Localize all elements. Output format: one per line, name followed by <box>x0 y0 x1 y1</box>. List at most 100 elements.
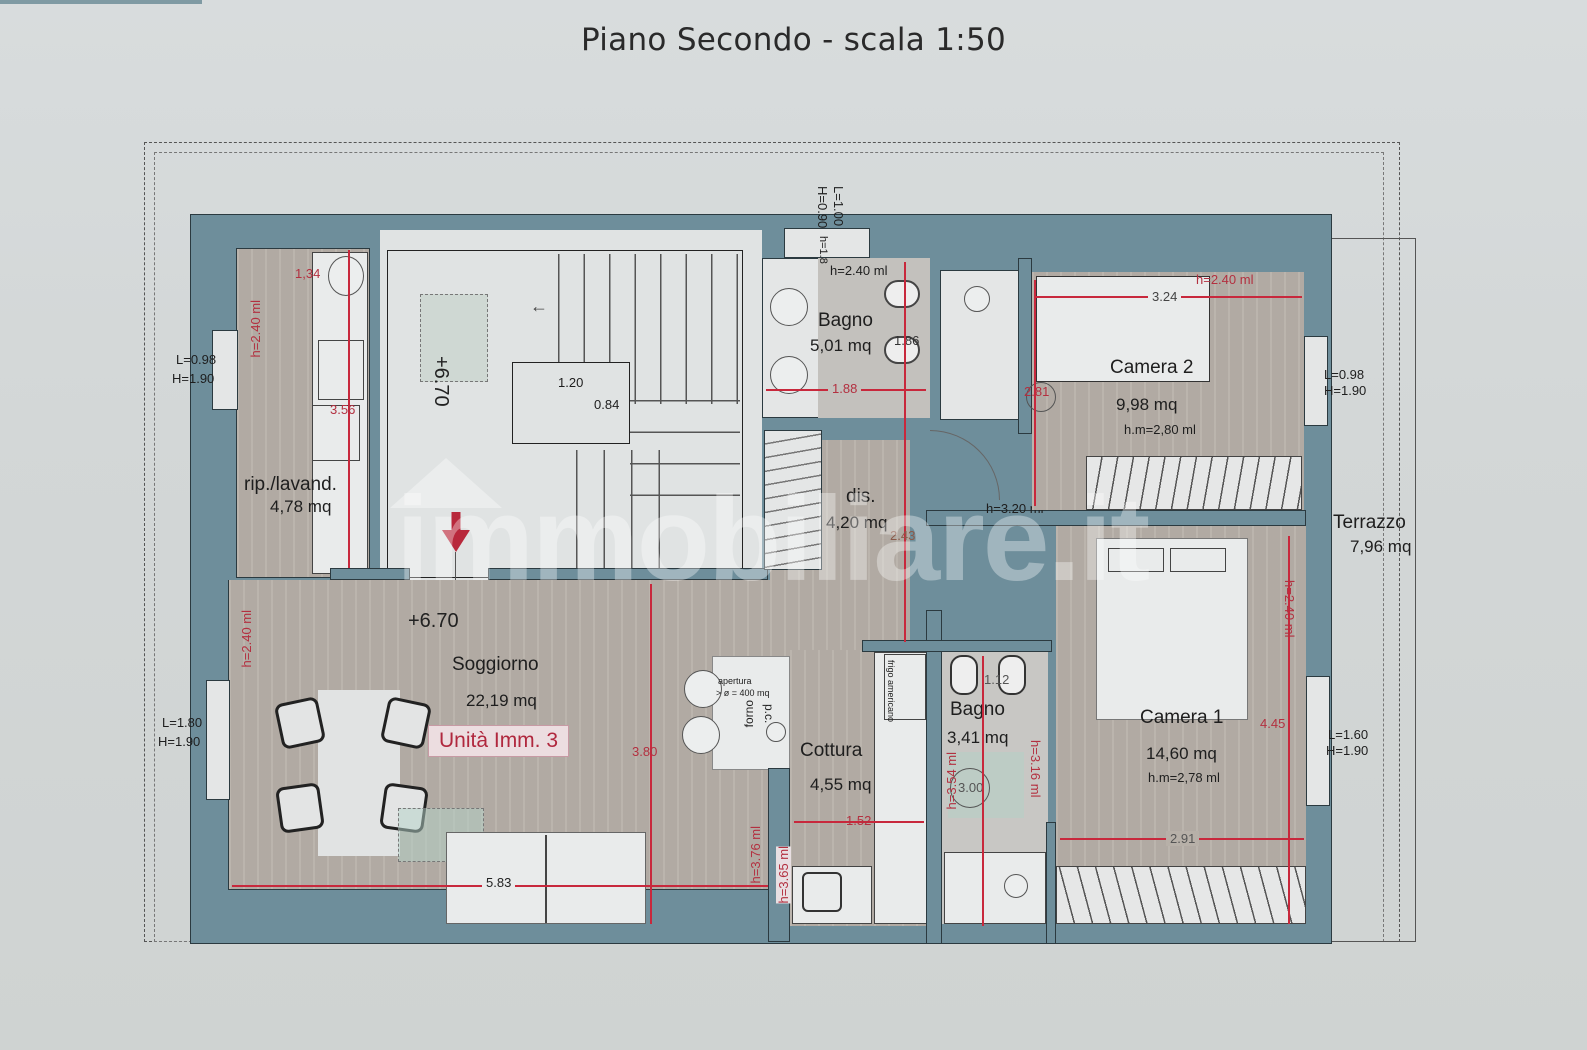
dim-landing-width: 1.20 <box>558 375 584 390</box>
chair-icon <box>275 782 325 834</box>
washbasin-icon <box>770 356 808 394</box>
window-rip-h: H=1.90 <box>172 371 215 386</box>
room-area-terrazzo: 7,96 mq <box>1350 537 1412 556</box>
window-camera2-l: L=0.98 <box>1324 367 1365 382</box>
stool-icon <box>684 670 722 708</box>
hood-note-1: apertura <box>718 676 752 686</box>
room-area-camera-1: 14,60 mq <box>1146 744 1217 763</box>
watermark: immobiliare.it <box>396 472 1150 606</box>
window-camera1-h: H=1.90 <box>1326 743 1369 758</box>
pillow <box>1108 548 1164 572</box>
room-area-disimpegno: 4,20 mq <box>826 513 888 532</box>
room-label-cottura: Cottura <box>800 740 863 761</box>
washbasin-icon <box>950 768 990 808</box>
stair-treads-lower <box>550 450 686 578</box>
window-bagno <box>784 228 870 258</box>
entry-arrow-stem <box>451 512 461 530</box>
dim-line <box>794 821 924 823</box>
stair-landing <box>512 362 630 444</box>
dim-bagno1-height: h=2.40 ml <box>830 263 888 278</box>
dim-bagno2-height-right: h=3.16 ml <box>1028 740 1043 798</box>
dim-line <box>1034 280 1036 506</box>
room-avg-height-camera-1: h.m=2,78 ml <box>1148 770 1220 785</box>
room-area-cottura: 4,55 mq <box>810 775 872 794</box>
room-avg-height-camera-2: h.m=2,80 ml <box>1124 422 1196 437</box>
dim-dis-height: h=3.20 ml <box>986 501 1044 516</box>
dim-camera2-height: h=2.40 ml <box>1196 272 1254 287</box>
fridge <box>884 654 926 720</box>
room-label-ripostiglio: rip./lavand. <box>244 474 337 495</box>
dim-line <box>982 656 984 926</box>
room-area-ripostiglio: 4,78 mq <box>270 497 332 516</box>
dim-cottura-width: 1.52 <box>846 813 872 828</box>
hob-label: p.c. <box>762 704 776 724</box>
dim-soggiorno-height-left: h=2.40 ml <box>239 610 254 668</box>
room-label-camera-2: Camera 2 <box>1110 357 1194 378</box>
washbasin-icon <box>770 288 808 326</box>
dim-bagno1-width: 1.88 <box>828 381 862 396</box>
dim-line <box>650 584 652 924</box>
wardrobe-camera-2 <box>1086 456 1302 510</box>
radiator-icon <box>1026 382 1056 412</box>
dim-line <box>904 262 906 642</box>
dim-soggiorno-width: 5.83 <box>482 875 516 890</box>
room-area-bagno-1: 5,01 mq <box>810 336 872 355</box>
room-label-disimpegno: dis. <box>846 486 876 507</box>
room-area-soggiorno: 22,19 mq <box>466 691 537 710</box>
window-rip <box>212 330 238 410</box>
room-area-bagno-2: 3,41 mq <box>947 728 1009 747</box>
living-level-mark: +6.70 <box>408 610 459 632</box>
stair-level-mark: +6.70 <box>430 356 452 407</box>
window-camera-2 <box>1304 336 1328 426</box>
window-soggiorno <box>206 680 230 800</box>
dim-bagno2-height-left: h=3.54 ml <box>944 752 959 810</box>
shower-drain-icon <box>1004 874 1028 898</box>
dim-rip-width: 1,34 <box>295 266 321 281</box>
dim-cottura-height: h=3.65 ml <box>776 846 791 904</box>
room-label-camera-1: Camera 1 <box>1140 707 1224 728</box>
window-camera2-h: H=1.90 <box>1324 383 1367 398</box>
chair-icon <box>273 695 327 751</box>
sink-icon <box>802 872 842 912</box>
dim-camera2-width: 3.24 <box>1148 289 1182 304</box>
washbasin-icon <box>328 256 364 296</box>
hood-note-2: > ø = 400 mq <box>716 688 770 698</box>
dim-bagno1-sill: h=1.8 <box>817 236 829 264</box>
unit-label: Unità Imm. 3 <box>428 725 570 757</box>
room-label-terrazzo: Terrazzo <box>1333 512 1406 533</box>
shower-head-icon <box>964 286 990 312</box>
room-area-camera-2: 9,98 mq <box>1116 395 1178 414</box>
dim-soggiorno-depth: 3.80 <box>632 744 658 759</box>
window-soggiorno-l: L=1.80 <box>162 715 203 730</box>
washing-machine-icon <box>318 340 364 400</box>
stool-icon <box>682 716 720 754</box>
toilet-icon <box>884 336 920 364</box>
skylight <box>420 294 488 382</box>
dim-line <box>348 250 350 570</box>
stair-direction-arrow-icon: ← <box>530 296 548 316</box>
dim-bagno1-depth: 1.86 <box>894 333 920 348</box>
bidet-icon <box>998 655 1026 695</box>
sofa-divider <box>545 835 547 923</box>
top-edge-strip <box>0 0 202 4</box>
dim-soggiorno-height-right: h=3.76 ml <box>748 826 763 884</box>
chair-icon <box>379 695 433 751</box>
fridge-label: frigo americano <box>886 660 896 723</box>
window-camera1-l: L=1.60 <box>1328 727 1369 742</box>
dim-landing-depth: 0.84 <box>594 397 620 412</box>
kitchen-island <box>712 656 790 770</box>
window-bagno-h: H=0.90 <box>815 186 830 229</box>
dim-line <box>1288 536 1290 924</box>
wall-segment <box>926 510 1306 526</box>
dim-rip-length: 3.56 <box>330 402 356 417</box>
watermark-house-icon <box>390 458 502 508</box>
pillow <box>1170 548 1226 572</box>
wall-segment <box>488 568 768 580</box>
dim-bagno2-depth: 3.00 <box>958 780 984 795</box>
bed-single <box>1036 276 1210 382</box>
dim-camera2-depth: 2.81 <box>1024 384 1050 399</box>
window-bagno-l: L=1.00 <box>831 186 846 227</box>
room-label-bagno-1: Bagno <box>818 310 873 331</box>
wall-segment <box>330 568 410 580</box>
dryer-icon <box>312 405 360 461</box>
